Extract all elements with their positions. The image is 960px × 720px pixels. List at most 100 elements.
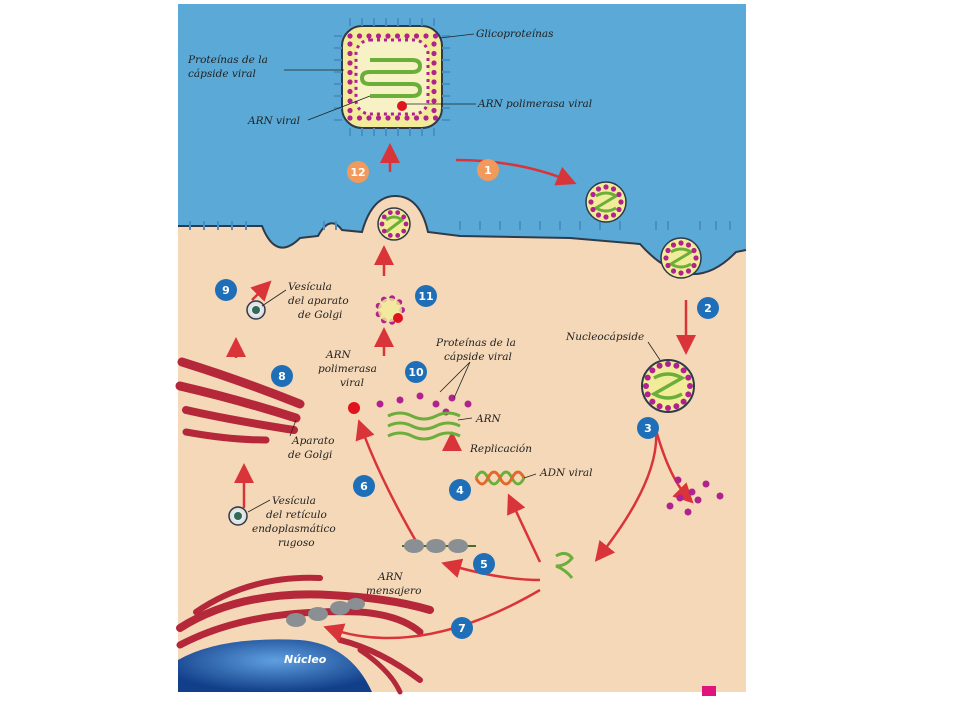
rna-polymerase-label-line2: polimerasa [318,363,377,375]
viral-rna-label: ARN viral [247,115,300,127]
capsid-protein-dot [431,50,437,57]
capsid-protein-dot [684,508,692,516]
svg-text:10: 10 [408,366,424,379]
step-badge-8: 8 [271,365,293,387]
capsid-protein-dot [673,403,680,410]
capsid-protein-dot [694,496,702,504]
capsid-protein-dot [387,210,393,216]
capsid-protein-dot [685,242,692,248]
mature-virion [341,25,443,129]
capsid-protein-dot [347,33,353,39]
nucleus [178,639,372,692]
mid-capsid-proteins-label-line2: cápside viral [444,351,512,363]
uncoated-viral-rna [555,551,574,579]
capsid-protein-dot [670,242,677,248]
capsid-protein-dot [656,362,663,369]
replicated-rna [387,411,461,441]
capsid-protein-dot [693,255,699,261]
capsid-protein-dot [432,400,440,408]
rna-polymerase-label-line1: ARN [325,349,351,361]
capsid-protein-dot [431,60,437,66]
capsid-proteins-label-line1: Proteínas de la [187,54,268,66]
svg-text:9: 9 [222,284,230,297]
capsid-protein-dot [347,115,353,121]
step-badge-1: 1 [477,159,499,181]
mid-capsid-proteins-label-line1: Proteínas de la [435,337,516,349]
capsid-protein-dot [610,186,617,192]
capsid-protein-dot [375,33,382,39]
capsid-protein-dot [366,33,372,39]
viral-dna-label: ADN viral [539,467,592,479]
capsid-protein-dot [385,115,391,121]
capsid-protein-dot [685,268,692,274]
capsid-protein-dot [678,240,684,246]
capsid-protein-dot [680,367,687,374]
capsid-protein-dot [395,233,401,238]
capsid-protein-dot [464,400,472,408]
capsid-protein-dot [618,199,624,205]
cytoplasm [178,196,746,692]
capsid-protein-dot [702,480,710,488]
golgi-vesicle-label-line1: Vesícula [288,281,332,293]
capsid-protein-dot [387,233,393,238]
step-badge-3: 3 [637,417,659,439]
capsid-protein-dot [678,270,684,276]
capsid-protein-dot [356,115,363,121]
capsid-protein-dot [603,184,609,190]
capsid-protein-dot [691,262,697,269]
capsid-protein-dot [416,392,424,400]
capsid-protein-dot [356,33,363,39]
capsid-protein-dot [347,60,353,66]
capsid-protein-dot [431,98,437,104]
golgi-apparatus-label-line1: Aparato [291,435,334,447]
step-badge-11: 11 [415,285,437,307]
capsid-protein-dot [680,398,687,405]
capsid-proteins-label-line2: cápside viral [188,68,256,80]
capsid-protein-dot [347,107,353,114]
capsid-protein-dot [366,115,372,121]
step-badge-12: 12 [347,161,369,183]
svg-text:4: 4 [456,484,464,497]
er-vesicle [228,506,248,526]
top-leader-lines [284,33,476,121]
capsid-protein-dot [665,361,671,367]
capsid-protein-dot [431,79,437,85]
rna-polymerase-top-label: ARN polimerasa viral [477,98,592,110]
capsid-protein-dot [381,228,387,234]
step-badge-6: 6 [353,475,375,497]
capsid-protein-dot [649,367,656,374]
rna-polymerase-dot [348,402,360,414]
capsid-protein-dot [616,191,622,198]
corner-marker [702,686,716,696]
golgi-apparatus [175,357,305,444]
capsid-protein-dot [413,33,420,39]
er-vesicle-label-line4: rugoso [278,537,315,549]
capsid-protein-dot [431,69,437,76]
capsid-protein-dot [376,400,384,408]
capsid-protein-particles [347,33,724,516]
capsid-protein-dot [691,247,697,254]
svg-text:2: 2 [704,302,712,315]
golgi-vesicle-label-line2: del aparato [288,295,349,307]
svg-text:8: 8 [278,370,286,383]
capsid-protein-dot [379,221,385,227]
capsid-protein-dot [431,107,437,114]
capsid-protein-dot [643,383,649,389]
step-badge-4: 4 [449,479,471,501]
capsid-protein-dot [423,115,429,121]
capsid-protein-dot [401,214,407,220]
rna-polymerase-label-line3: viral [340,377,364,389]
mrna-label-line1: ARN [377,571,403,583]
capsid-protein-dot [347,79,353,85]
golgi-vesicle [246,300,266,320]
mid-leader-lines [247,289,661,513]
capsid-protein-dot [685,374,692,381]
capsid-protein-dot [649,398,656,405]
capsid-protein-dot [381,214,387,220]
svg-text:5: 5 [480,558,488,571]
capsid-protein-dot [347,88,353,95]
capsid-protein-dot [448,394,456,402]
capsid-protein-dot [663,255,669,261]
er-vesicle-label-line3: endoplasmático [252,523,336,535]
capsid-protein-dot [385,33,391,39]
